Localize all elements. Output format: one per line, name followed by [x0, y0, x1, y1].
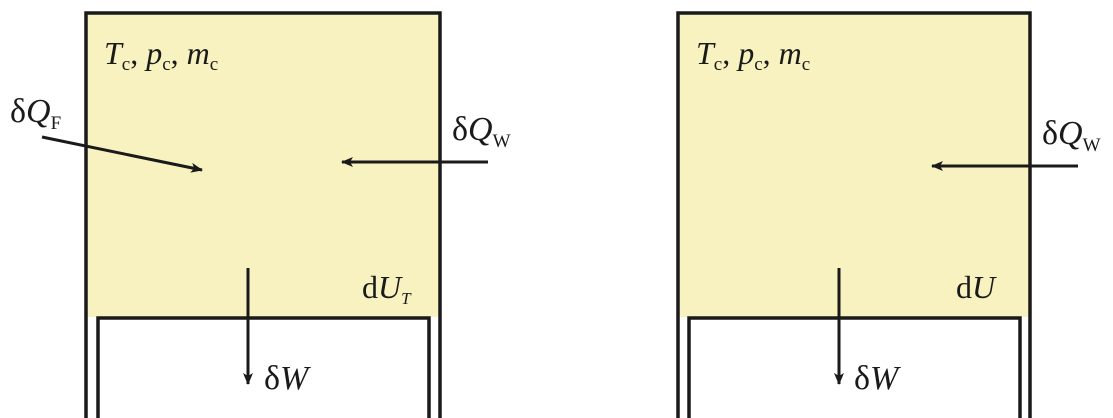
left-temperature-symbol: T [104, 35, 124, 71]
right-heat-wall-delta: δ [1042, 115, 1058, 152]
left-mass-symbol: m [187, 35, 210, 71]
right-cylinder [676, 11, 1078, 418]
left-energy-sub: T [401, 289, 412, 308]
right-state-label: Tc, pc, mc [696, 35, 810, 75]
left-temperature-sub: c [122, 54, 130, 75]
right-cylinder-wall [676, 11, 1032, 418]
left-pressure-sub: c [162, 54, 170, 75]
left-heat-wall-symbol: Q [468, 111, 493, 148]
right-work-symbol: W [870, 360, 901, 397]
left-work-symbol: W [280, 360, 311, 397]
left-heat-wall-sub: W [493, 131, 511, 152]
right-mass-symbol: m [779, 35, 802, 71]
left-work-delta: δ [264, 360, 280, 397]
right-work-label: δW [854, 360, 901, 397]
right-temperature-sub: c [714, 54, 722, 75]
right-heat-wall-label: δQW [1042, 115, 1101, 156]
right-pressure-symbol: p [736, 35, 754, 71]
left-piston [96, 316, 431, 418]
left-state-label: Tc, pc, mc [104, 35, 218, 75]
right-temperature-symbol: T [696, 35, 716, 71]
left-gas-region [85, 12, 440, 317]
left-heat-wall-delta: δ [452, 111, 468, 148]
left-work-label: δW [264, 360, 311, 397]
right-heat-wall-sub: W [1083, 135, 1101, 156]
left-heat-fuel-symbol: Q [26, 93, 51, 130]
left-cylinder-wall [84, 11, 442, 418]
left-mass-sub: c [210, 54, 218, 75]
left-cylinder [41, 11, 488, 418]
right-pressure-sub: c [754, 54, 762, 75]
left-heat-fuel-delta: δ [10, 93, 26, 130]
left-energy-symbol: U [378, 269, 403, 305]
left-energy-d: d [362, 269, 378, 305]
right-energy-symbol: U [972, 269, 997, 305]
right-heat-wall-symbol: Q [1058, 115, 1083, 152]
right-mass-sub: c [802, 54, 810, 75]
right-piston [687, 316, 1022, 418]
left-heat-fuel-sub: F [51, 113, 62, 134]
left-internal-energy-label: dUT [362, 269, 412, 308]
right-energy-d: d [956, 269, 972, 305]
left-heat-wall-label: δQW [452, 111, 511, 152]
left-heat-fuel-label: δQF [10, 93, 61, 134]
left-heat-fuel-arrow [41, 135, 203, 173]
right-internal-energy-label: dU [956, 269, 997, 305]
left-pressure-symbol: p [144, 35, 162, 71]
right-work-delta: δ [854, 360, 870, 397]
